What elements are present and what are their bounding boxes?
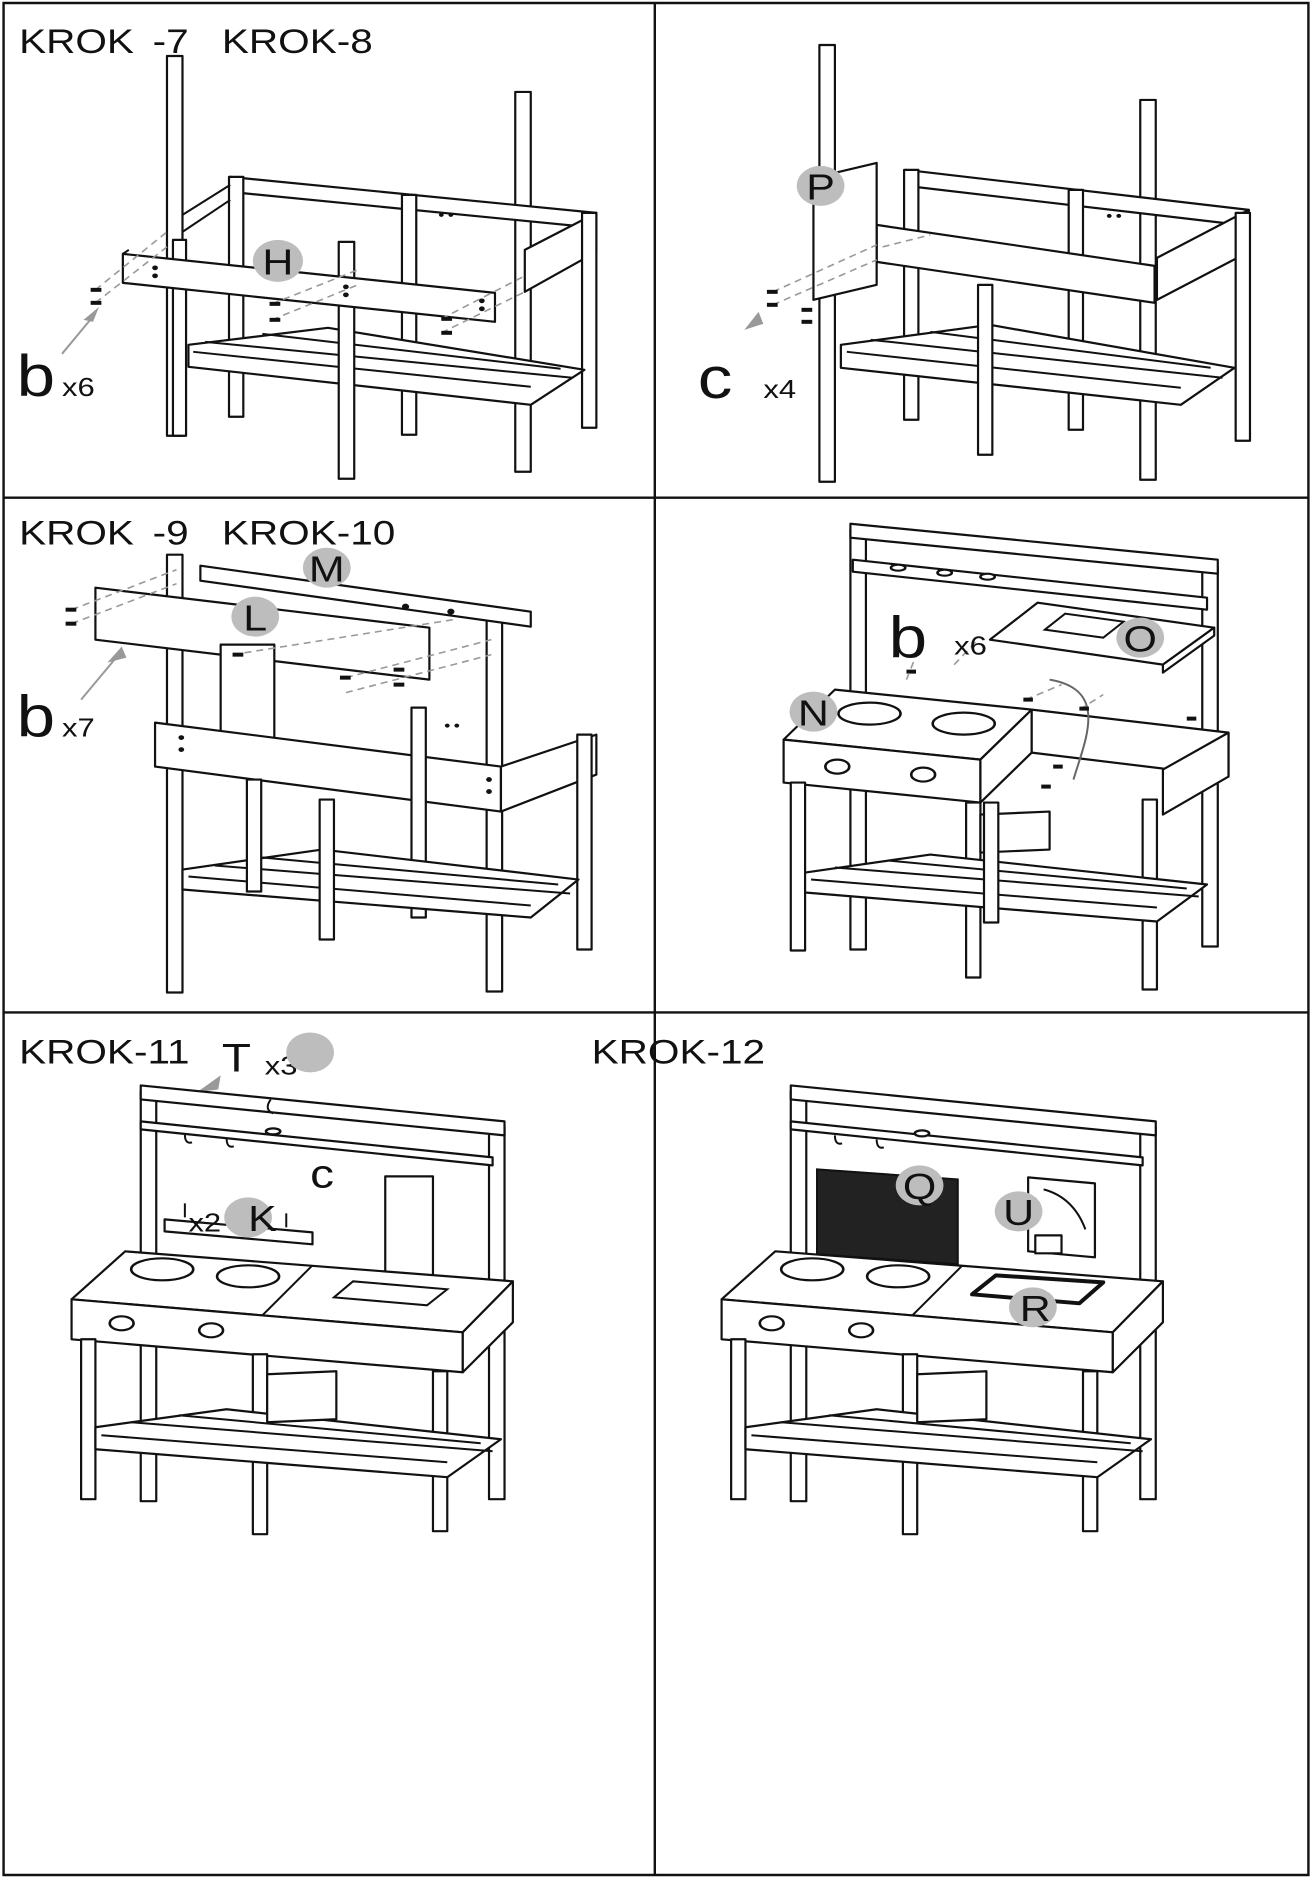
kitchen-drawing <box>722 1085 1163 1534</box>
fastener-quantity: x4 <box>763 375 796 404</box>
step-label: KROK-12 <box>592 1033 766 1071</box>
part-badge-h <box>252 239 303 282</box>
step-label: KROK-8 <box>222 22 373 60</box>
part-badge-l <box>231 596 280 637</box>
part-letter: O <box>1124 620 1157 660</box>
panel-grid <box>4 3 1309 1875</box>
fastener-quantity: x6 <box>954 632 987 661</box>
kitchen-drawing <box>72 1085 513 1534</box>
fastener-letter: b <box>17 684 55 749</box>
part-badge-o <box>1116 617 1165 658</box>
fastener-quantity: x6 <box>62 373 95 402</box>
arrow-icon <box>83 306 99 322</box>
part-badge-r <box>1009 1287 1057 1328</box>
panel-step-11: KROK-11 T x3 <box>19 1032 513 1534</box>
fastener-letter: c <box>698 345 733 410</box>
part-letter: L <box>243 599 267 639</box>
panel-step-12: KROK-12 <box>592 1033 1163 1535</box>
step-label: KROK-10 <box>222 514 396 552</box>
part-letter-t: T <box>222 1036 251 1081</box>
part-letter: R <box>1020 1289 1051 1329</box>
arrow-icon <box>196 1075 221 1093</box>
fastener-quantity: x2 <box>188 1209 221 1238</box>
fastener-letter: b <box>17 343 55 408</box>
panel-part-p: P c x4 <box>698 45 1250 482</box>
frame-drawing <box>65 555 597 993</box>
panel-parts-o-n: O N b x6 <box>784 524 1229 990</box>
panel-step-9-10: KROK -9 KROK-10 <box>17 514 597 993</box>
step-label: KROK <box>19 514 134 552</box>
part-letter: K <box>248 1199 277 1239</box>
fastener-letter: c <box>310 1152 334 1197</box>
part-badge-m <box>302 547 351 588</box>
part-badge-t <box>286 1032 334 1073</box>
step-label: KROK-11 <box>19 1033 190 1071</box>
part-letter: U <box>1003 1193 1034 1233</box>
part-letter: M <box>309 550 345 590</box>
part-letter: H <box>262 243 293 283</box>
part-letter: P <box>806 168 835 208</box>
part-badge-u <box>994 1191 1043 1232</box>
part-badge-n <box>789 691 838 732</box>
panel-step-7-8: KROK -7 KROK-8 <box>17 22 597 479</box>
arrow-icon <box>107 646 127 663</box>
part-badge-k <box>224 1197 272 1238</box>
part-badge-q <box>895 1165 944 1206</box>
part-letter: Q <box>903 1167 936 1207</box>
step-number: -7 <box>153 22 189 60</box>
step-number: -9 <box>153 514 189 552</box>
arrow-icon <box>744 311 764 330</box>
frame-drawing <box>766 45 1250 482</box>
step-label: KROK <box>19 22 134 60</box>
kitchen-drawing <box>784 524 1229 990</box>
part-letter: N <box>798 694 829 734</box>
part-badge-p <box>796 165 845 206</box>
frame-drawing <box>90 56 597 479</box>
fastener-letter: b <box>889 605 927 670</box>
fastener-quantity: x7 <box>62 714 95 743</box>
